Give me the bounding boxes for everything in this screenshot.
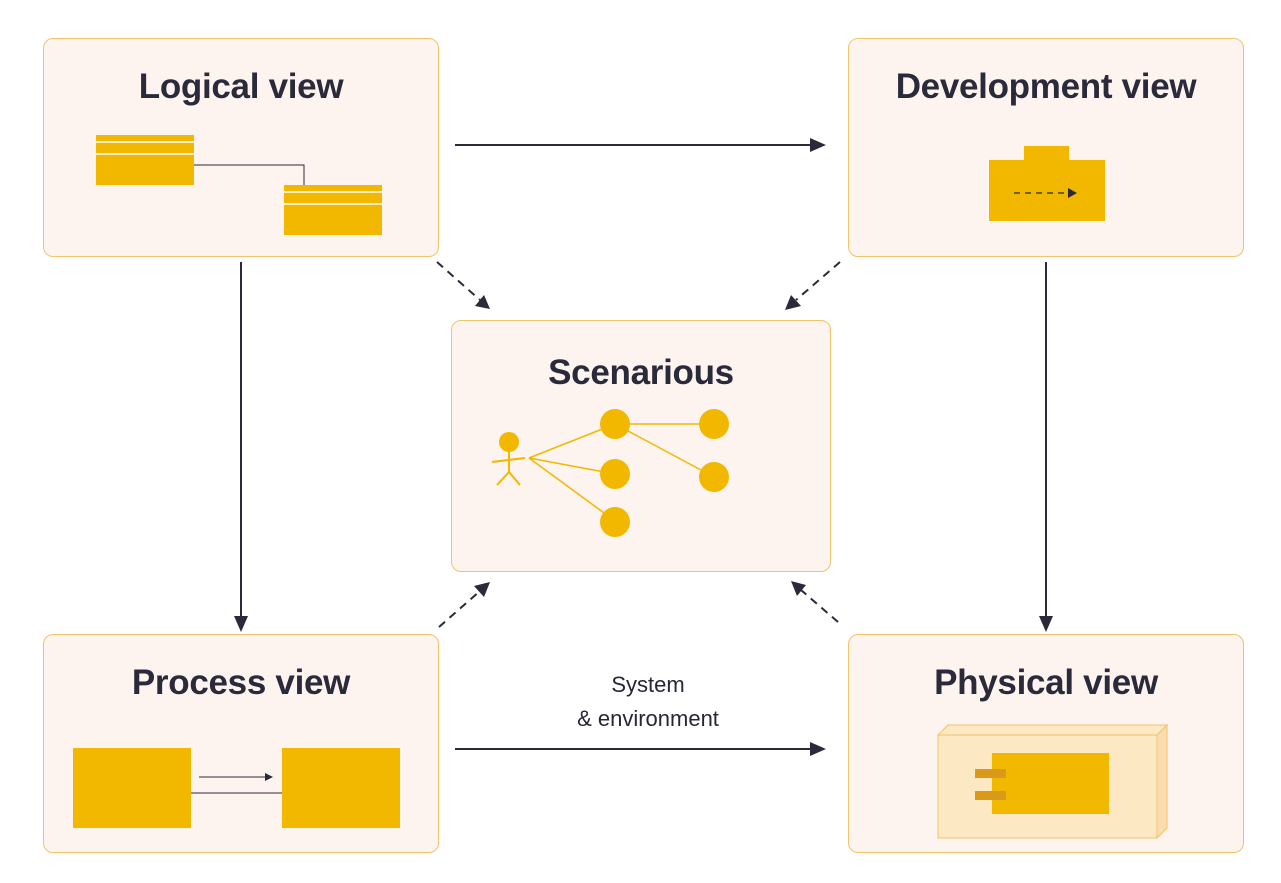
use-case-diagram-icon — [491, 409, 729, 537]
arrow-logical-to-scenarios — [436, 261, 490, 309]
development-view-title: Development view — [895, 67, 1197, 106]
process-view-panel: Process view — [43, 634, 439, 853]
arrow-process-to-physical — [455, 742, 826, 756]
class-diagram-icon — [96, 135, 382, 235]
development-view-panel: Development view — [848, 38, 1244, 257]
process-view-title: Process view — [131, 663, 351, 702]
physical-view-panel: Physical view — [848, 634, 1244, 853]
system-environment-label-line1: System — [611, 672, 685, 697]
package-icon — [989, 146, 1105, 221]
scenarios-title: Scenarious — [548, 353, 734, 392]
scenarios-panel: Scenarious — [451, 320, 831, 572]
node-component-icon — [936, 723, 1169, 840]
logical-view-panel: Logical view — [43, 38, 439, 257]
arrow-development-to-scenarios — [785, 261, 841, 310]
process-diagram-icon — [73, 748, 400, 828]
system-environment-label-line2: & environment — [577, 706, 719, 731]
arrow-physical-to-scenarios — [791, 581, 839, 623]
arrow-process-to-scenarios — [438, 582, 490, 628]
arrow-logical-to-process — [234, 262, 248, 632]
arrow-logical-to-development — [455, 138, 826, 152]
physical-view-title: Physical view — [934, 663, 1158, 702]
logical-view-title: Logical view — [138, 67, 344, 106]
arrow-development-to-physical — [1039, 262, 1053, 632]
system-environment-label: System & environment — [528, 668, 768, 736]
